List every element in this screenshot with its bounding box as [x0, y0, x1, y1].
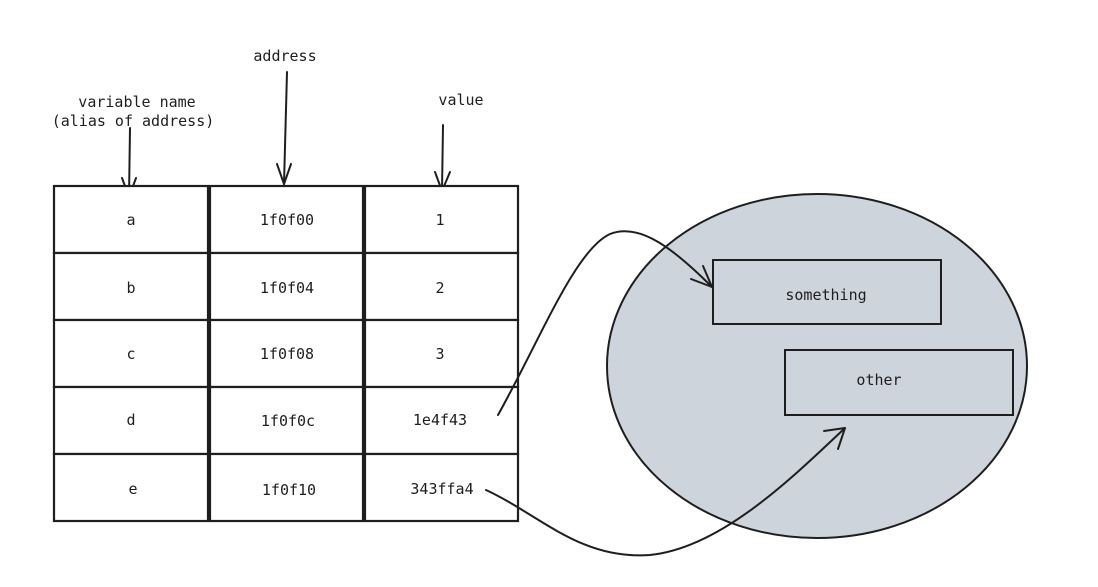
memory-table: a 1f0f00 1 b 1f0f04 2 c 1f0f08 3 d: [52, 184, 520, 523]
address-value: 1f0f00: [260, 211, 314, 229]
name-cell: [52, 184, 210, 255]
variable-name: c: [126, 345, 135, 363]
address-cell: [208, 184, 365, 255]
address-value: 1f0f08: [260, 345, 314, 363]
address-cell: [208, 385, 365, 456]
heap-box-something-label: something: [785, 286, 866, 304]
address-arrow: [276, 71, 292, 185]
address-value: 1f0f0c: [261, 412, 315, 430]
variable-name-alias-label: (alias of address): [52, 112, 215, 130]
variable-name: b: [126, 279, 135, 297]
heap-box-other: [784, 349, 1014, 416]
variable-name-label: variable name: [78, 93, 195, 111]
pointer-arrow-e-to-other: [485, 427, 846, 557]
heap-box-other-label: other: [856, 371, 901, 389]
table-row: e 1f0f10 343ffa4: [52, 452, 520, 523]
pointer-arrow-d-to-something: [497, 230, 713, 416]
address-value: 1f0f10: [262, 481, 316, 499]
stored-value: 3: [435, 345, 444, 363]
stored-value: 1: [435, 211, 444, 229]
name-cell: [52, 251, 210, 322]
value-arrow: [434, 124, 451, 192]
value-cell: [363, 184, 520, 255]
stored-value: 1e4f43: [413, 411, 467, 429]
address-cell: [208, 251, 365, 322]
variable-name: a: [126, 211, 135, 229]
variable-name: d: [126, 411, 135, 429]
table-row: c 1f0f08 3: [52, 318, 520, 389]
variable-name: e: [128, 480, 137, 498]
value-cell: [363, 452, 520, 523]
address-value: 1f0f04: [260, 279, 314, 297]
heap-region: something other: [606, 193, 1028, 539]
name-cell: [52, 318, 210, 389]
table-row: a 1f0f00 1: [52, 184, 520, 255]
table-row: b 1f0f04 2: [52, 251, 520, 322]
address-label: address: [253, 47, 316, 65]
table-row: d 1f0f0c 1e4f43: [52, 385, 520, 456]
stored-value: 343ffa4: [410, 480, 473, 498]
stored-value: 2: [435, 279, 444, 297]
value-cell: [363, 251, 520, 322]
heap-box-something: [712, 259, 942, 325]
value-cell: [363, 385, 520, 456]
name-cell: [52, 452, 210, 523]
value-label: value: [438, 91, 483, 109]
address-cell: [208, 452, 365, 523]
